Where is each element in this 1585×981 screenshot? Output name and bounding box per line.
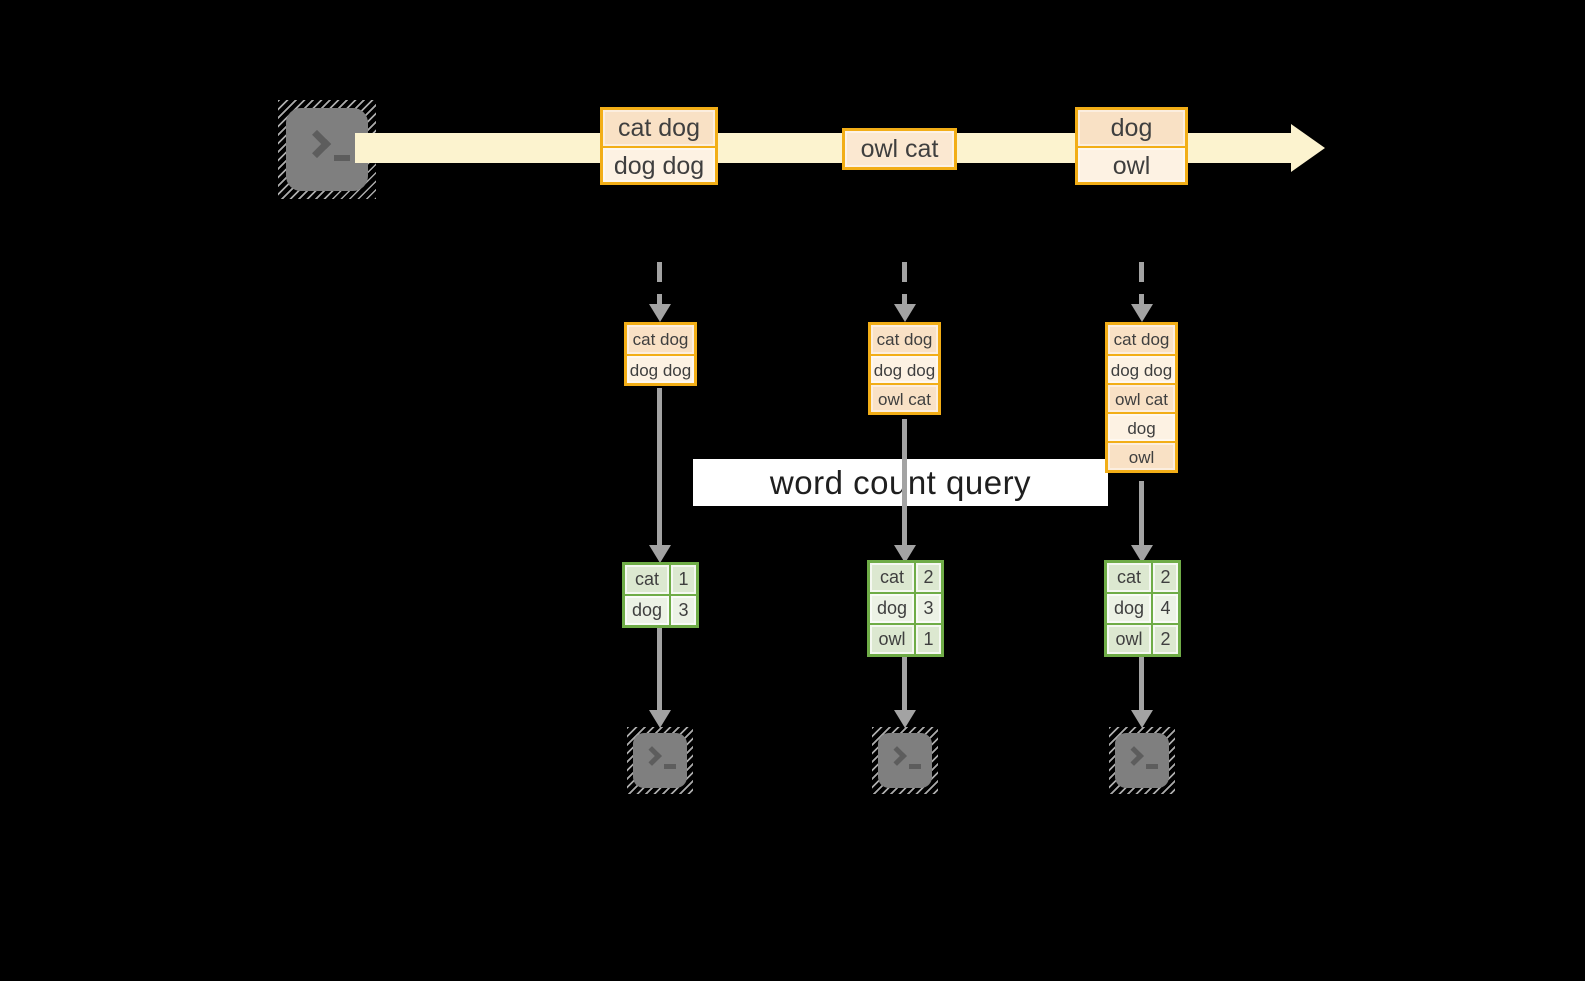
count-row: owl 2 — [1107, 623, 1178, 654]
stream-event-row: dog — [1078, 110, 1185, 146]
count-table-1: cat 1 dog 3 — [622, 562, 699, 628]
count-row: cat 2 — [1107, 563, 1178, 592]
ingest-arrow-line — [657, 262, 662, 304]
output-terminal-icon — [627, 727, 693, 794]
terminal-cursor-icon — [909, 764, 921, 769]
stream-event-3: dog owl — [1075, 107, 1188, 185]
count-value-cell: 3 — [669, 596, 696, 625]
buffer-row: dog dog — [627, 354, 694, 383]
count-row: dog 4 — [1107, 592, 1178, 623]
ingest-arrow-line — [1139, 262, 1144, 304]
output-arrow-line — [1139, 657, 1144, 710]
output-arrow-line — [902, 657, 907, 710]
query-arrow-line — [1139, 481, 1144, 546]
output-arrowhead-icon — [894, 710, 916, 728]
ingest-arrowhead-icon — [894, 304, 916, 322]
count-row: cat 2 — [870, 563, 941, 592]
count-word-cell: owl — [870, 625, 914, 654]
query-arrowhead-icon — [649, 545, 671, 563]
stream-event-row: cat dog — [603, 110, 715, 146]
count-row: dog 3 — [625, 594, 696, 625]
ingest-arrow-line — [902, 262, 907, 304]
buffer-stack-3: cat dog dog dog owl cat dog owl — [1105, 322, 1178, 473]
terminal-body — [1115, 733, 1169, 788]
count-value-cell: 2 — [914, 563, 941, 592]
terminal-prompt-icon — [642, 746, 662, 766]
buffer-row: cat dog — [627, 325, 694, 354]
count-row: cat 1 — [625, 565, 696, 594]
stream-event-row: dog dog — [603, 146, 715, 182]
terminal-prompt-icon — [887, 746, 907, 766]
buffer-row: owl cat — [871, 383, 938, 412]
query-arrowhead-icon — [894, 545, 916, 563]
buffer-row: owl — [1108, 441, 1175, 470]
terminal-body — [878, 733, 932, 788]
count-table-3: cat 2 dog 4 owl 2 — [1104, 560, 1181, 657]
terminal-body — [286, 108, 368, 191]
count-value-cell: 3 — [914, 594, 941, 623]
buffer-row: cat dog — [1108, 325, 1175, 354]
count-word-cell: dog — [625, 596, 669, 625]
ingest-arrowhead-icon — [649, 304, 671, 322]
count-row: dog 3 — [870, 592, 941, 623]
count-value-cell: 2 — [1151, 625, 1178, 654]
count-word-cell: cat — [870, 563, 914, 592]
output-terminal-icon — [1109, 727, 1175, 794]
terminal-cursor-icon — [664, 764, 676, 769]
count-word-cell: dog — [1107, 594, 1151, 623]
terminal-body — [633, 733, 687, 788]
output-terminal-icon — [872, 727, 938, 794]
buffer-row: owl cat — [1108, 383, 1175, 412]
buffer-stack-1: cat dog dog dog — [624, 322, 697, 386]
output-arrowhead-icon — [1131, 710, 1153, 728]
ingest-arrowhead-icon — [1131, 304, 1153, 322]
buffer-stack-2: cat dog dog dog owl cat — [868, 322, 941, 415]
count-value-cell: 4 — [1151, 594, 1178, 623]
count-word-cell: cat — [1107, 563, 1151, 592]
count-word-cell: cat — [625, 565, 669, 594]
terminal-prompt-icon — [1124, 746, 1144, 766]
terminal-cursor-icon — [1146, 764, 1158, 769]
count-value-cell: 1 — [914, 625, 941, 654]
output-arrowhead-icon — [649, 710, 671, 728]
stream-arrowhead-icon — [1291, 124, 1325, 172]
buffer-row: dog dog — [871, 354, 938, 383]
output-arrow-line — [657, 628, 662, 710]
buffer-row: dog — [1108, 412, 1175, 441]
count-value-cell: 1 — [669, 565, 696, 594]
query-arrowhead-icon — [1131, 545, 1153, 563]
terminal-cursor-icon — [334, 155, 350, 161]
query-label: word count query — [693, 459, 1108, 506]
buffer-row: cat dog — [871, 325, 938, 354]
count-word-cell: dog — [870, 594, 914, 623]
buffer-row: dog dog — [1108, 354, 1175, 383]
count-row: owl 1 — [870, 623, 941, 654]
query-arrow-line — [902, 419, 907, 546]
stream-event-row: owl cat — [845, 131, 954, 167]
stream-event-2: owl cat — [842, 128, 957, 170]
query-arrow-line — [657, 388, 662, 546]
stream-event-row: owl — [1078, 146, 1185, 182]
terminal-prompt-icon — [302, 129, 332, 159]
count-value-cell: 2 — [1151, 563, 1178, 592]
count-word-cell: owl — [1107, 625, 1151, 654]
count-table-2: cat 2 dog 3 owl 1 — [867, 560, 944, 657]
stream-event-1: cat dog dog dog — [600, 107, 718, 185]
